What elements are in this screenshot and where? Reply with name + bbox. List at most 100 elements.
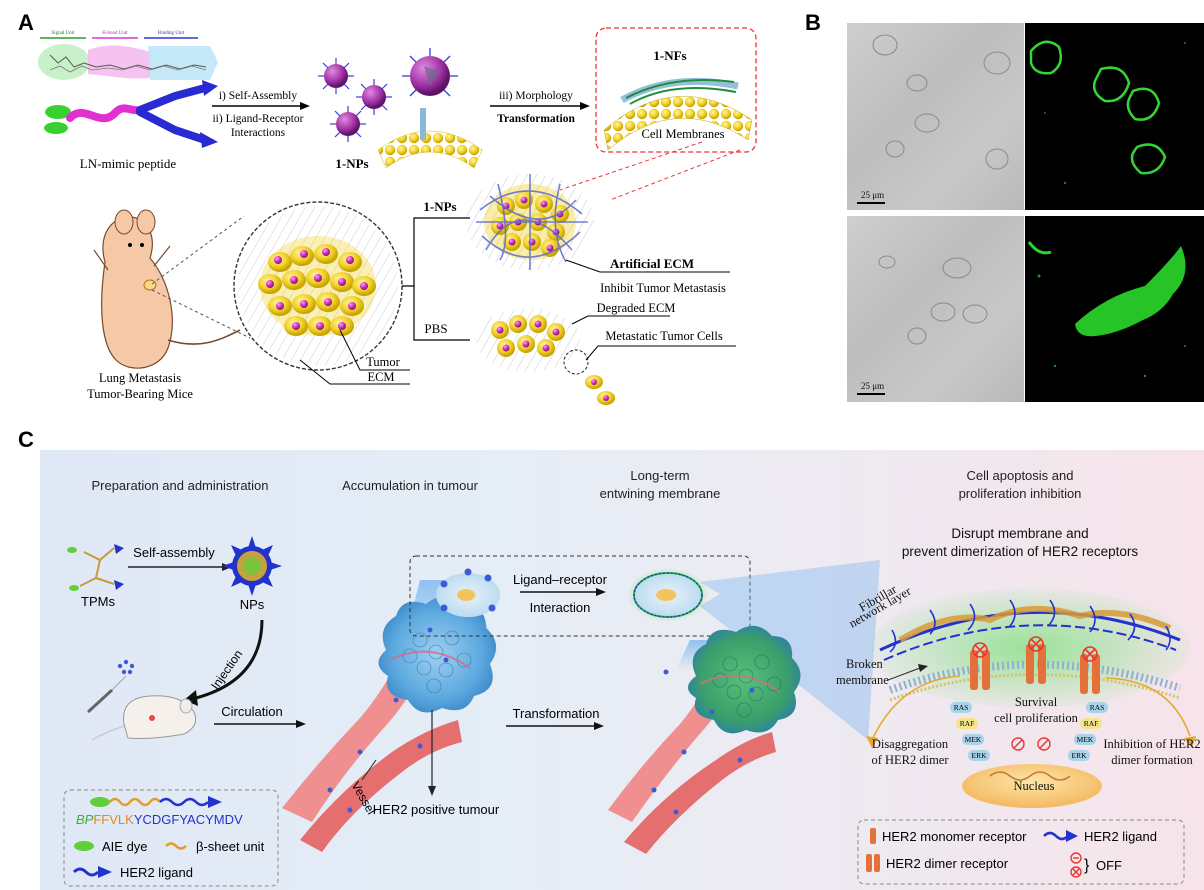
disagg-label-1: Disaggregation [872,737,949,751]
np-starburst-icon [222,536,282,596]
legend-aie-label: AIE dye [102,839,148,854]
degraded-ecm-tumor [476,308,615,405]
fluorescence-image-top [1025,23,1204,210]
tpms-label: TPMs [81,594,115,609]
nf-membrane-illustration [603,77,753,151]
kinase-raf-left: RAF [960,719,975,728]
np-label: 1-NPs [335,156,368,171]
survival-label-1: Survival [1015,695,1058,709]
nucleus-label: Nucleus [1014,779,1055,793]
scale-bar-top: 25 μm [861,190,885,200]
kinase-ras-left: RAS [954,703,969,712]
tumor-cells-cluster [258,236,376,336]
kinase-ras-right: RAS [1090,703,1105,712]
cell-after-binding [628,569,708,621]
her2-ligand-icon [72,867,100,877]
sequence-text: BPFFVLKYCDGFYACYMDV [76,812,243,827]
brightfield-image-bottom: 25 μm [847,216,1024,402]
ligand-label-2: Interaction [530,600,591,615]
col3-heading-2: entwining membrane [599,486,721,501]
step2b-text: Interactions [231,127,286,139]
inhibit-label: Inhibit Tumor Metastasis [600,281,726,295]
mice-label-1: Lung Metastasis [99,371,181,385]
off-symbol-icon [1070,852,1082,878]
ligand-receptor-box [409,555,751,637]
disrupt-heading-1: Disrupt membrane and [951,526,1089,541]
signal-unit-label: Signal Unit [52,31,76,36]
her2-tumour-label: HER2 positive tumour [373,802,500,817]
col4-heading-1: Cell apoptosis and [966,468,1074,483]
step2a-text: ii) Ligand-Receptor [212,113,303,125]
legend-beta-label: β-sheet unit [196,839,265,854]
step1-text: i) Self-Assembly [219,90,298,102]
injection-arrow [195,619,264,700]
beta-sheet-icon [165,842,187,850]
broken-label-1: Broken [846,657,884,671]
artificial-ecm-label: Artificial ECM [610,256,694,271]
branch-pbs-label: PBS [424,321,447,336]
col3-heading-1: Long-term [630,468,690,483]
tumor-label: Tumor [366,355,400,369]
col1-heading: Preparation and administration [91,478,269,493]
col2-heading: Accumulation in tumour [342,478,478,493]
legend-box-right [857,819,1185,885]
legend-off-label: OFF [1096,858,1122,873]
kinase-raf-right: RAF [1084,719,1099,728]
step3a-text: iii) Morphology [499,90,573,102]
legend-ligand-label: HER2 ligand [1084,829,1157,844]
cell-before-binding [436,568,500,617]
scale-bar-bottom: 25 μm [861,381,885,391]
peptide-cartoon [44,80,218,148]
membrane-label: Cell Membranes [642,127,725,141]
step3b-text: Transformation [497,113,575,125]
zoom-box [595,27,757,153]
monomer-receptor-icon [870,828,876,844]
mouse-syringe-icon [86,659,197,741]
kinase-erk-left: ERK [972,751,988,760]
nf-label: 1-NFs [653,48,686,63]
disagg-label-2: of HER2 dimer [871,753,949,767]
peptide-structure [38,44,218,80]
legend-monomer-label: HER2 monomer receptor [882,829,1027,844]
survival-label-2: cell proliferation [994,711,1078,725]
artificial-ecm-tumor [466,174,594,270]
binding-unit-label: Binding Unit [158,31,185,36]
legend-dimer-label: HER2 dimer receptor [886,856,1009,871]
sequence-cartoon [90,796,222,808]
fluorescence-image-bottom [1025,216,1204,402]
broken-label-2: membrane [836,673,889,687]
np-on-membrane [377,48,483,169]
branch-np-label: 1-NPs [423,199,456,214]
vessel-tumor-2 [608,625,801,854]
legend-box-left [63,789,279,887]
legend-her2-label: HER2 ligand [120,865,193,880]
circulation-label: Circulation [221,704,282,719]
ecm-label: ECM [367,370,394,384]
inhib-label-2: dimer formation [1111,753,1193,767]
peptide-label: LN-mimic peptide [80,156,177,171]
aie-dye-icon [74,841,94,851]
ligand-label-1: Ligand–receptor [513,572,608,587]
panel-label-a: A [18,10,34,35]
transformation-label: Transformation [513,706,600,721]
degraded-label: Degraded ECM [597,301,676,315]
nanoparticles-1np [318,58,392,142]
mouse-illustration [93,209,241,369]
kinase-pills: RAS RAF MEK ERK RAS RAF MEK ERK [950,702,1108,761]
panel-label-b: B [805,10,821,35]
hbond-unit-label: H-bond Unit [102,31,128,36]
kinase-mek-right: MEK [1077,735,1094,744]
membrane-zoom-illustration [866,588,1196,808]
mice-label-2: Tumor-Bearing Mice [87,387,193,401]
disrupt-heading-2: prevent dimerization of HER2 receptors [901,544,1139,559]
self-assembly-label: Self-assembly [133,545,215,560]
her2-ligand-legend-icon [1043,831,1069,841]
panel-a-diagram: Signal Unit H-bond Unit Binding Unit LN-… [38,27,757,405]
inhib-label-1: Inhibition of HER2 [1103,737,1200,751]
col4-heading-2: proliferation inhibition [958,486,1082,501]
dimer-receptor-icon [866,854,880,872]
kinase-mek-left: MEK [965,735,982,744]
metastatic-label: Metastatic Tumor Cells [605,329,723,343]
brightfield-image-top: 25 μm [847,23,1024,210]
